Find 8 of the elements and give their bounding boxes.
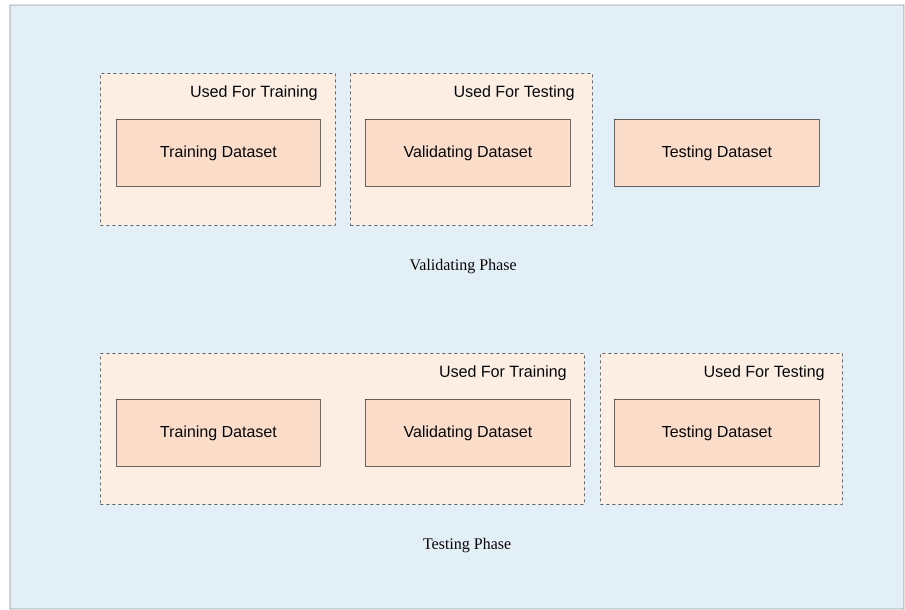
- phase-label: Testing Phase: [423, 538, 511, 552]
- dataset-box: Testing Dataset: [614, 119, 820, 187]
- dataset-box: Training Dataset: [116, 119, 321, 187]
- dataset-box: Validating Dataset: [365, 119, 571, 187]
- dataset-box: Validating Dataset: [365, 399, 571, 467]
- dataset-box: Training Dataset: [116, 399, 321, 467]
- phase-label: Validating Phase: [410, 258, 516, 274]
- dataset-box: Testing Dataset: [614, 399, 820, 467]
